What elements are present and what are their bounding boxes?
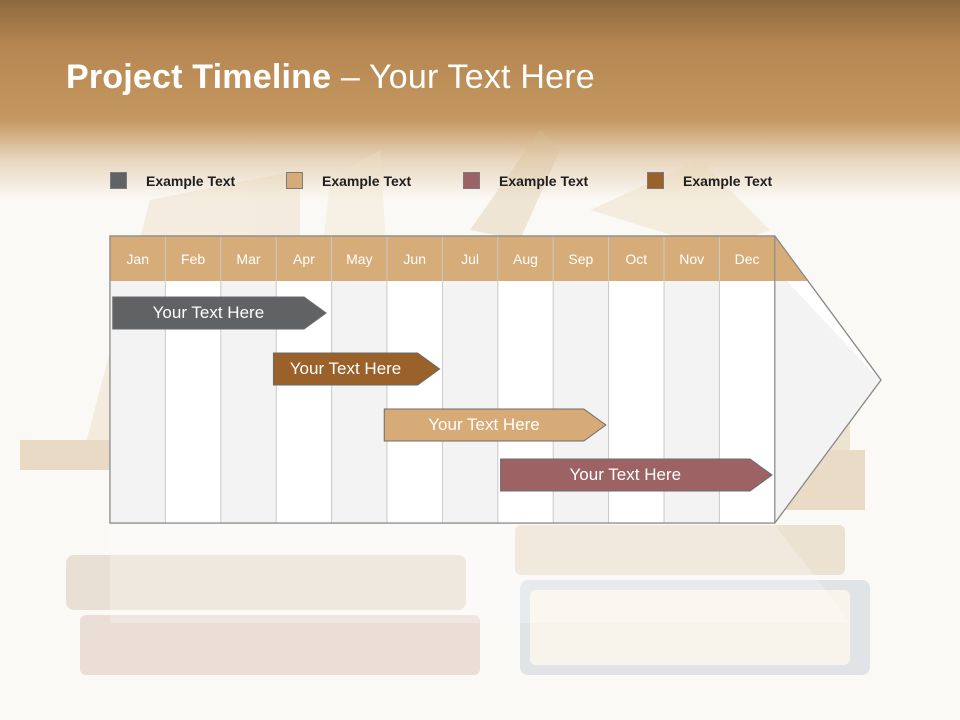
timeline-column-5 [331,281,387,523]
timeline-arrow-edge [774,235,882,524]
month-label-jun: Jun [403,251,426,267]
timeline-frame [109,235,776,524]
task-label-4: Your Text Here [569,465,682,484]
header-band [0,0,960,200]
month-label-dec: Dec [734,251,760,267]
task-bar-4 [500,458,773,492]
legend-label-1: Example Text [146,173,236,189]
legend-swatch-4 [647,172,664,189]
month-label-mar: Mar [236,251,261,267]
month-label-oct: Oct [625,251,648,267]
month-label-feb: Feb [181,251,206,267]
legend-swatch-2 [286,172,303,189]
timeline-column-7 [442,281,498,523]
title-rest: – Your Text Here [331,58,595,96]
task-label-1: Your Text Here [152,303,265,322]
timeline-month-header [110,236,809,281]
month-label-aug: Aug [513,251,538,267]
legend-label-2: Example Text [322,173,412,189]
month-label-jul: Jul [461,251,480,267]
title-bold: Project Timeline [66,58,332,96]
task-label-2: Your Text Here [289,359,402,378]
month-label-nov: Nov [679,251,705,267]
task-label-3: Your Text Here [428,415,540,434]
legend-swatch-3 [463,172,480,189]
task-bar-3 [383,408,607,442]
timeline-arrow-head [774,281,880,522]
task-bar-2 [272,352,441,386]
legend-swatch-1 [110,172,127,189]
timeline-reflection [110,525,851,623]
legend-label-3: Example Text [499,173,589,189]
page-title: Project Timeline – Your Text Here [66,58,595,97]
month-label-jan: Jan [126,251,149,267]
month-label-sep: Sep [568,251,594,267]
timeline-column-6 [387,281,443,523]
legend-label-4: Example Text [683,173,773,189]
task-bar-1 [112,296,327,330]
month-label-may: May [346,251,373,267]
month-label-apr: Apr [292,251,315,267]
